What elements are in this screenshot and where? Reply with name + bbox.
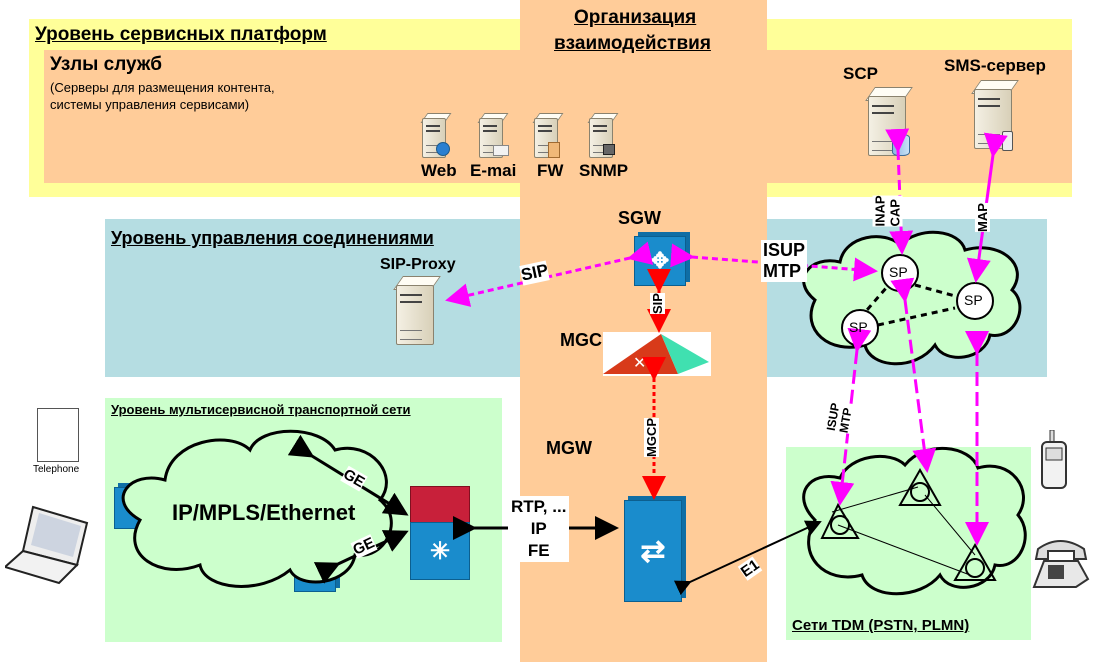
map-link-label: MAP [974, 203, 990, 232]
laptop-shape [2, 505, 89, 585]
sms-label: SMS-сервер [944, 56, 1046, 75]
interworking-title-2: взаимодействия [554, 33, 711, 54]
rtp-link-label: RTP, ... IP FE [508, 496, 570, 562]
rtp-label: RTP, ... [511, 497, 567, 516]
sp-label-1: SP [889, 264, 908, 280]
laptop-icon[interactable] [2, 505, 95, 585]
sp-label-3: SP [849, 319, 868, 335]
fe-label: FE [527, 541, 550, 560]
tdm-sig-link-1 [830, 327, 872, 506]
tdm-sig-label: ISUP MTP [824, 402, 856, 435]
service-nodes-subtitle-2: системы управления сервисами) [50, 97, 250, 112]
fw-label: FW [537, 161, 564, 180]
telephone-icon[interactable] [37, 408, 79, 462]
tdm-link [831, 486, 919, 513]
desk-phone-icon[interactable] [1030, 535, 1090, 590]
scp-link-label: INAP CAP [872, 195, 903, 227]
tdm-node [953, 542, 997, 581]
service-nodes-title: Узлы служб [50, 54, 163, 75]
mtp-label: MTP [763, 261, 801, 281]
e1-link [673, 520, 822, 596]
transport-title: Уровень мультисервисной транспортной сет… [111, 402, 411, 417]
interworking-title-1: Организация [574, 7, 697, 28]
service-platforms-title: Уровень сервисных платформ [35, 24, 327, 45]
service-nodes-subtitle-1: (Серверы для размещения контента, [50, 80, 275, 95]
scp-label: SCP [843, 64, 878, 83]
mgc-label: MGC [560, 330, 602, 350]
cap-label: CAP [887, 199, 903, 227]
inap-label: INAP [872, 195, 888, 227]
sgw-sp-link-label: ISUP MTP [761, 240, 808, 282]
snmp-label: SNMP [579, 161, 629, 180]
telephone-label: Telephone [33, 464, 80, 475]
mgcp-link-label: MGCP [644, 418, 659, 457]
tdm-cloud [802, 446, 1027, 596]
mgw-label: MGW [546, 438, 592, 458]
web-label: Web [421, 161, 457, 180]
ip-cloud-label: IP/MPLS/Ethernet [172, 500, 356, 525]
sip-proxy-label: SIP-Proxy [380, 256, 456, 273]
sp-link [914, 283, 956, 298]
mobile-phone-icon[interactable] [1040, 429, 1068, 490]
tdm-node [820, 502, 860, 539]
mobile-shape [1041, 429, 1067, 489]
desk-phone-shape [1032, 540, 1090, 588]
ip-label: IP [530, 519, 547, 538]
connection-control-title: Уровень управления соединениями [111, 228, 434, 248]
firewall-server-icon[interactable] [530, 112, 564, 158]
tdm-title: Сети TDM (PSTN, PLMN) [792, 617, 970, 634]
isup-label: ISUP [763, 240, 806, 260]
sip-proxy-server-icon[interactable] [390, 275, 441, 347]
sgw-mgc-link-label: SIP [649, 293, 665, 314]
tdm-link [837, 524, 971, 576]
sp-node-2 [956, 282, 994, 320]
web-server-icon[interactable] [418, 112, 452, 158]
mail-server-icon[interactable] [475, 112, 509, 158]
snmp-server-icon[interactable] [585, 112, 619, 158]
sgw-label: SGW [618, 208, 661, 228]
email-label: E-mai [470, 161, 517, 180]
tdm-sig-link-2 [890, 277, 937, 473]
sp-label-2: SP [964, 292, 983, 308]
tdm-node [898, 467, 942, 506]
mgw-device-icon[interactable]: ⇄ [624, 500, 682, 602]
